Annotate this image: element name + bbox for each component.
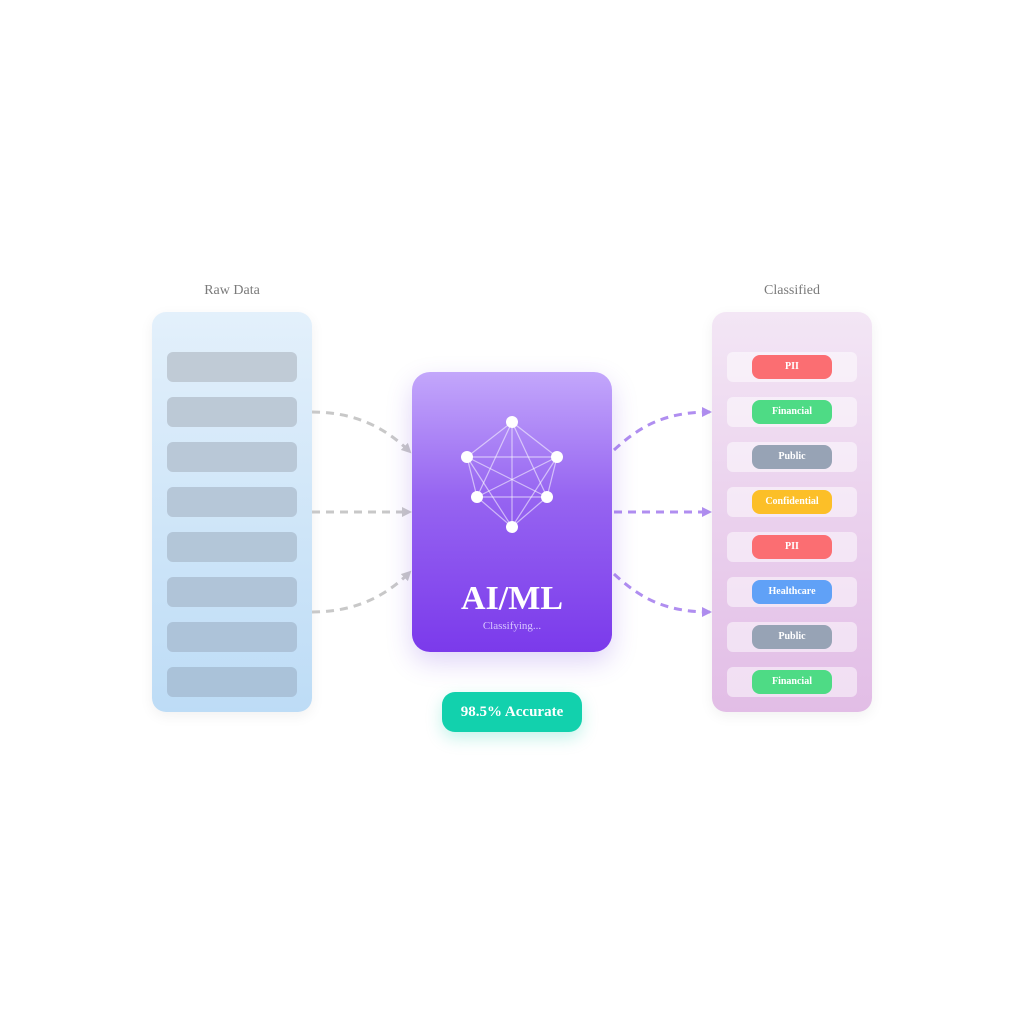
raw-data-row bbox=[167, 487, 297, 517]
classified-title: Classified bbox=[764, 283, 820, 298]
raw-data-row bbox=[167, 667, 297, 697]
classification-tag: PII bbox=[752, 535, 832, 559]
raw-data-row bbox=[167, 397, 297, 427]
classification-tag: Public bbox=[752, 625, 832, 649]
raw-data-row bbox=[167, 352, 297, 382]
ai-ml-classifier-card: AI/ML Classifying... bbox=[412, 372, 612, 652]
neural-network-icon bbox=[461, 416, 563, 533]
classification-tag: Financial bbox=[752, 670, 832, 694]
classified-row: Healthcare bbox=[727, 577, 857, 607]
classification-tag: Financial bbox=[752, 400, 832, 424]
input-flow-arrow-bottom bbox=[311, 570, 412, 614]
classifier-title: AI/ML bbox=[461, 580, 563, 617]
classified-row: Financial bbox=[727, 397, 857, 427]
classification-tag: Confidential bbox=[752, 490, 832, 514]
classified-row: PII bbox=[727, 352, 857, 382]
raw-data-row bbox=[167, 577, 297, 607]
output-flow-arrow-top bbox=[612, 407, 712, 452]
raw-data-panel bbox=[152, 312, 312, 712]
classification-tag: Public bbox=[752, 445, 832, 469]
raw-data-row bbox=[167, 622, 297, 652]
classified-row: PII bbox=[727, 532, 857, 562]
raw-data-row bbox=[167, 442, 297, 472]
raw-data-row bbox=[167, 532, 297, 562]
classification-tag: PII bbox=[752, 355, 832, 379]
raw-data-title: Raw Data bbox=[204, 283, 260, 298]
classified-row: Confidential bbox=[727, 487, 857, 517]
classified-row: Financial bbox=[727, 667, 857, 697]
accuracy-badge: 98.5% Accurate bbox=[442, 692, 582, 732]
classified-row: Public bbox=[727, 622, 857, 652]
classified-panel: PII Financial Public Confidential PII He… bbox=[712, 312, 872, 712]
classification-tag: Healthcare bbox=[752, 580, 832, 604]
classified-row: Public bbox=[727, 442, 857, 472]
output-flow-arrow-bottom bbox=[612, 572, 712, 617]
input-flow-arrow-top bbox=[311, 410, 412, 454]
classifier-status: Classifying... bbox=[482, 620, 542, 632]
